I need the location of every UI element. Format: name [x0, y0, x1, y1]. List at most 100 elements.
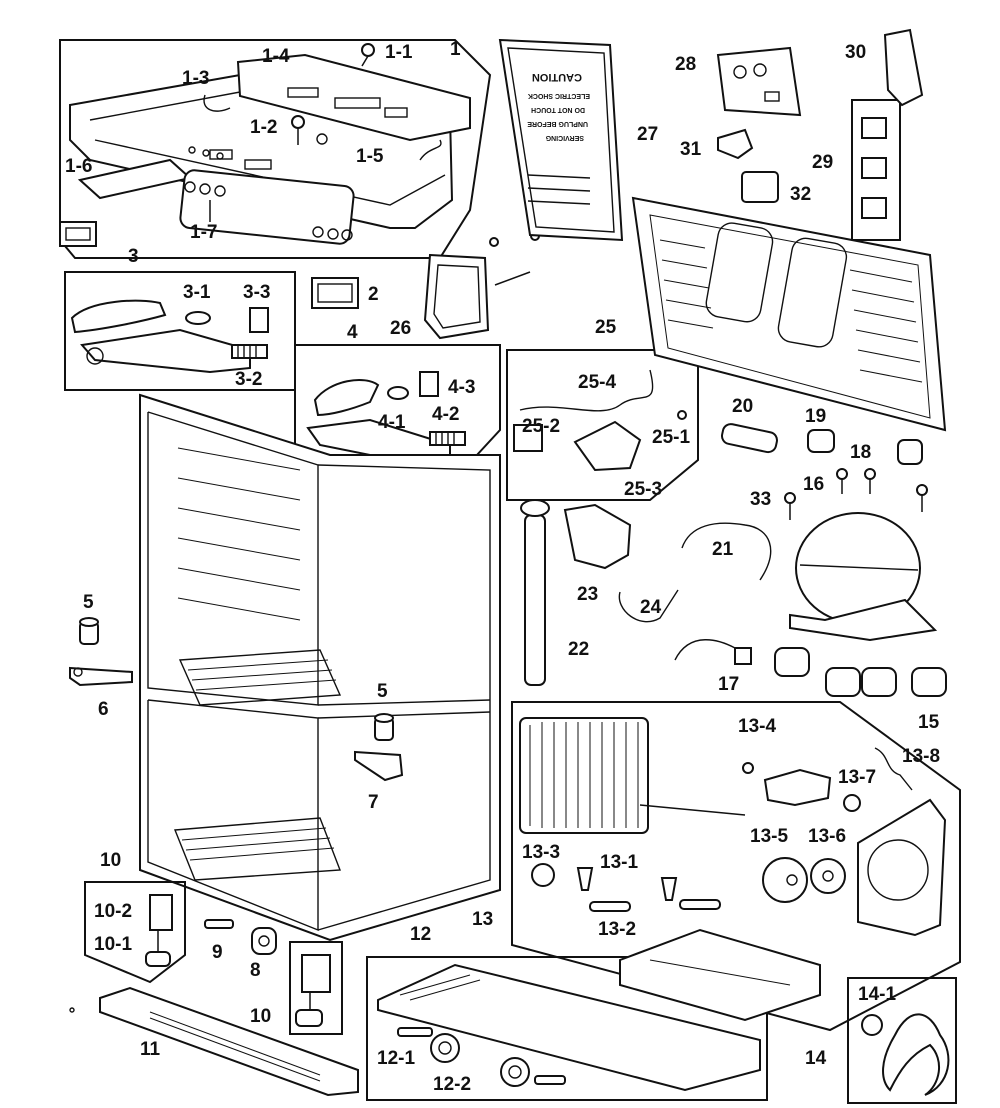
label-20: 20	[732, 396, 753, 417]
valve-23	[563, 503, 632, 570]
grommet-13-7	[843, 794, 861, 812]
holder-13-1-right	[660, 877, 678, 901]
label-15: 15	[918, 712, 940, 733]
label-13-2: 13-2	[598, 919, 636, 940]
label-12-2: 12-2	[433, 1074, 471, 1095]
wheel-12-1	[430, 1033, 460, 1063]
wire-13-8	[874, 747, 913, 791]
label-4: 4	[347, 322, 358, 343]
label-30: 30	[845, 42, 866, 63]
drain-pan	[619, 928, 821, 1022]
cover-frame-26	[423, 253, 490, 340]
group-29-outline	[851, 99, 901, 241]
motor-13-5	[762, 857, 808, 903]
label-28: 28	[675, 54, 696, 75]
hinge-plate-3	[80, 328, 251, 374]
label-13-1: 13-1	[600, 852, 638, 873]
holder-13-1-left	[576, 867, 594, 891]
label-1-3: 1-3	[182, 68, 209, 89]
evaporator-coil	[519, 717, 746, 834]
relay-29-a	[861, 117, 887, 139]
label-10-1: 10-1	[94, 934, 132, 955]
label-19: 19	[805, 406, 826, 427]
part-group-3: 3 3-1 3-2 3-3	[64, 246, 296, 391]
label-13: 13	[472, 909, 493, 930]
hinge-4	[313, 379, 380, 417]
label-27: 27	[637, 124, 658, 145]
label-17: 17	[718, 674, 739, 695]
leveler-10b	[295, 1009, 323, 1027]
group-10b-outline	[289, 941, 343, 1035]
part-11-kick-grille: 11	[69, 986, 359, 1097]
part-26-frame: 26	[390, 231, 540, 340]
bolts	[784, 468, 928, 520]
caution-line-4: SERVICING	[545, 134, 584, 141]
label-7: 7	[368, 792, 379, 813]
label-25: 25	[595, 317, 617, 338]
label-1-1: 1-1	[385, 42, 413, 63]
label-8: 8	[250, 960, 261, 981]
part-group-13: 13 13-1 13-2 13-3 13-4 13-5 13-6 13-7 13…	[472, 701, 961, 1032]
label-16: 16	[803, 474, 824, 495]
label-5-left: 5	[83, 592, 94, 613]
fan-blade-13-6	[810, 858, 846, 894]
label-1-7: 1-7	[190, 222, 217, 243]
label-13-7: 13-7	[838, 767, 876, 788]
group-12-outline	[366, 956, 768, 1101]
label-1-4: 1-4	[262, 46, 290, 67]
part-group-1: 1 1-1 1-2 1-3 1-4 1-5 1-6 1-7	[59, 39, 492, 259]
label-1-6: 1-6	[65, 156, 92, 177]
relay-29-b	[861, 157, 887, 179]
bracket-7	[354, 750, 404, 782]
label-31: 31	[680, 139, 702, 160]
base-plate	[377, 963, 761, 1092]
label-29: 29	[812, 152, 833, 173]
leveler-10-1	[145, 951, 171, 967]
group-13-outline	[511, 701, 961, 1032]
caution-heading: CAUTION	[532, 71, 582, 83]
fan-hub-14-1	[861, 1014, 883, 1036]
wire-harness-1-5	[419, 139, 442, 161]
label-23: 23	[577, 584, 598, 605]
label-22: 22	[568, 639, 589, 660]
cabinet-outer	[139, 393, 501, 942]
part-27-panel: CAUTION ELECTRIC SHOCK DO NOT TOUCH UNPL…	[498, 38, 658, 242]
part-2-seals: 2	[59, 221, 379, 309]
compressor-base	[789, 598, 938, 642]
clip-13-2-left	[589, 901, 631, 912]
caution-line-3: UNPLUG BEFORE	[527, 120, 588, 127]
wire-24	[618, 589, 679, 623]
block-3-3	[249, 307, 269, 333]
clip-13-2-right	[679, 899, 721, 910]
label-10-top: 10	[100, 850, 121, 871]
pin-9	[204, 919, 234, 929]
label-5-right: 5	[377, 681, 388, 702]
label-9: 9	[212, 942, 223, 963]
label-25-3: 25-3	[624, 479, 662, 500]
label-14: 14	[805, 1048, 827, 1069]
label-11: 11	[140, 1039, 161, 1060]
label-13-6: 13-6	[808, 826, 846, 847]
label-2: 2	[368, 284, 379, 305]
label-10-bottom: 10	[250, 1006, 271, 1027]
label-3-1: 3-1	[183, 282, 211, 303]
cylinder-19	[807, 429, 835, 453]
axle-12-2	[534, 1075, 566, 1085]
bracket-10-2	[149, 894, 173, 931]
caution-line-1: ELECTRIC SHOCK	[528, 92, 590, 99]
part-group-25: 25 25-1 25-2 25-3 25-4	[506, 317, 699, 501]
e-ring-4-1	[387, 386, 409, 400]
label-1-2: 1-2	[250, 117, 277, 138]
condenser-cover	[631, 196, 947, 432]
label-12: 12	[410, 924, 431, 945]
label-18: 18	[850, 442, 871, 463]
axle-12-1	[397, 1027, 433, 1037]
hinge-3	[70, 299, 167, 334]
cylinder-18	[897, 439, 923, 465]
label-13-4: 13-4	[738, 716, 776, 737]
rear-condenser-cover	[631, 196, 947, 432]
label-4-3: 4-3	[448, 377, 475, 398]
drier-20	[720, 423, 778, 454]
clip-31	[717, 128, 754, 160]
